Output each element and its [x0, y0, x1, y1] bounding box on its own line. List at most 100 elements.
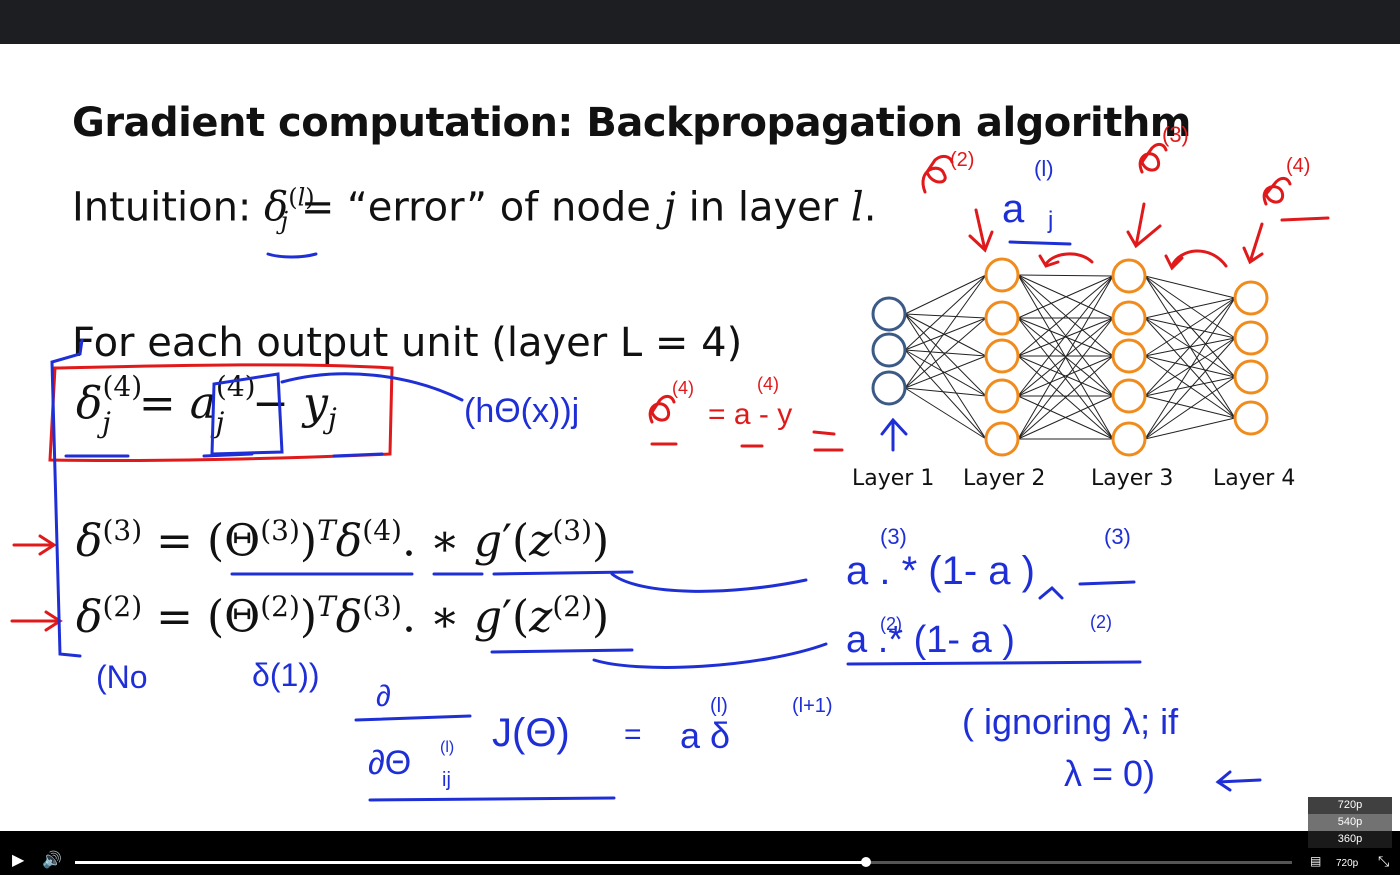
quality-option-540p[interactable]: 540p	[1308, 814, 1392, 831]
network-edge	[904, 313, 987, 397]
derivative-underline	[368, 796, 616, 802]
network-edge	[1017, 355, 1114, 397]
progress-bar[interactable]	[75, 857, 1292, 867]
underline-delta3-eq	[230, 570, 634, 576]
top-bar	[0, 0, 1400, 44]
video-controls: ▶ 🔊 ▤ ⤡	[0, 831, 1400, 875]
network-edge	[1017, 275, 1114, 397]
red-annotations: (2) (3) (4) (4) = a - y (4)	[10, 122, 1330, 632]
progress-fill	[75, 861, 867, 864]
layer-2-node	[984, 421, 1020, 457]
network-edge	[1017, 274, 1114, 277]
layer-2-node	[984, 378, 1020, 414]
subtitles-icon[interactable]: ▤	[1310, 854, 1322, 868]
equals-sign: =	[624, 718, 642, 751]
red-eq-delta	[648, 394, 676, 424]
intuition-end: .	[863, 184, 877, 231]
network-edge	[904, 317, 987, 351]
network-edge	[1144, 297, 1236, 397]
arrow-lambda	[1215, 770, 1262, 792]
layer-1-label: Layer 1	[852, 466, 935, 491]
quality-option-360p[interactable]: 360p	[1337, 833, 1363, 845]
quality-menu: 720p 540p 360p	[1308, 797, 1392, 848]
exit-fullscreen-icon[interactable]: ⤡	[1378, 853, 1390, 869]
intuition-suffix: = “error” of node	[300, 184, 664, 231]
aj-sup: (l)	[1034, 156, 1054, 181]
a3-sup2: (3)	[1104, 524, 1131, 549]
a3-underline	[1038, 580, 1136, 600]
layer-2-label: Layer 2	[963, 466, 1046, 491]
slide-title: Gradient computation: Backpropagation al…	[72, 100, 1191, 146]
network-edge	[1144, 317, 1236, 339]
layer-3-node	[1111, 421, 1147, 457]
slide-drawing: (2) (3) (4) (4) = a - y (4) (hΘ(x))j	[10, 122, 1330, 802]
underline-delta4	[64, 452, 384, 458]
blue-annotations: (hΘ(x))j a . * (1- a ) (3) (3) a .* (1- …	[50, 156, 1262, 802]
a2-annotation: a .* (1- a )	[846, 619, 1015, 661]
network-edge	[1144, 337, 1236, 440]
progress-scrubber[interactable]	[861, 857, 872, 867]
a-delta-term: a δ	[680, 715, 730, 756]
network-edge	[1144, 376, 1236, 397]
layer-3-node	[1111, 338, 1147, 374]
equation-delta4: δ(4)j = a(4)j − yj	[76, 370, 337, 439]
layer-1-node	[871, 296, 907, 332]
delta1-annotation: δ(1))	[252, 657, 320, 693]
delta4-underline	[1280, 216, 1330, 222]
network-edge	[904, 387, 987, 397]
arrow-delta3-net	[1126, 202, 1162, 249]
network-edge	[1017, 275, 1114, 319]
current-quality[interactable]: 720p	[1336, 858, 1359, 869]
red-eq-sup2: (4)	[757, 374, 779, 394]
network-edge	[904, 274, 987, 315]
fraction-bar	[354, 714, 472, 722]
intuition-in-layer: in layer	[675, 184, 851, 231]
underline-delta2-eq	[490, 648, 634, 654]
network-edge	[904, 355, 987, 389]
play-icon[interactable]: ▶	[12, 852, 25, 869]
intuition-l: l	[850, 184, 864, 231]
network-edge	[1017, 275, 1114, 440]
layer-3-node	[1111, 258, 1147, 294]
partial-den-sub: ij	[442, 769, 451, 791]
h-theta-annotation: (hΘ(x))j	[464, 392, 579, 430]
delta3-label	[1138, 142, 1168, 174]
a2-sup: (2)	[880, 614, 902, 634]
lecture-slide: Gradient computation: Backpropagation al…	[0, 44, 1400, 831]
layer-4-label: Layer 4	[1213, 466, 1296, 491]
network-edge	[1017, 275, 1114, 357]
curve-back-2	[1038, 252, 1094, 268]
layer-3-node	[1111, 300, 1147, 336]
network-edge	[904, 313, 987, 319]
aj-sub: j	[1047, 207, 1053, 234]
layer-1-node	[871, 370, 907, 406]
network-edge	[1017, 395, 1114, 440]
network-edge	[1017, 317, 1114, 440]
network-edge	[1144, 297, 1236, 440]
delta4-sup: (4)	[1286, 155, 1310, 177]
equation-delta3: δ(3) = (Θ(3))Tδ(4). ∗ g′(z(3))	[76, 514, 610, 567]
equation-box	[48, 363, 394, 463]
aj-label: a	[1002, 187, 1025, 231]
j-theta: J(Θ)	[492, 711, 570, 755]
arrow-delta3	[12, 534, 57, 556]
lambda-zero: λ = 0)	[1064, 753, 1155, 794]
network-edge	[904, 317, 987, 389]
network-edge	[1144, 297, 1236, 319]
network-edge	[1017, 317, 1114, 357]
arrow-delta4-net	[1242, 222, 1264, 265]
network-edge	[904, 387, 987, 440]
layer-4-node	[1233, 359, 1269, 395]
quality-option-720p[interactable]: 720p	[1337, 799, 1363, 811]
bracket-left	[50, 338, 84, 658]
delta2-sup: (2)	[950, 149, 974, 171]
layer-1-node	[871, 332, 907, 368]
volume-icon[interactable]: 🔊	[42, 852, 62, 869]
layer-3-node	[1111, 378, 1147, 414]
red-underline-1	[650, 430, 844, 452]
red-eq-sup: (4)	[672, 378, 694, 398]
network-edge	[904, 349, 987, 397]
layer-4-node	[1233, 320, 1269, 356]
network-edge	[904, 274, 987, 389]
partial-den: ∂Θ	[368, 744, 411, 782]
